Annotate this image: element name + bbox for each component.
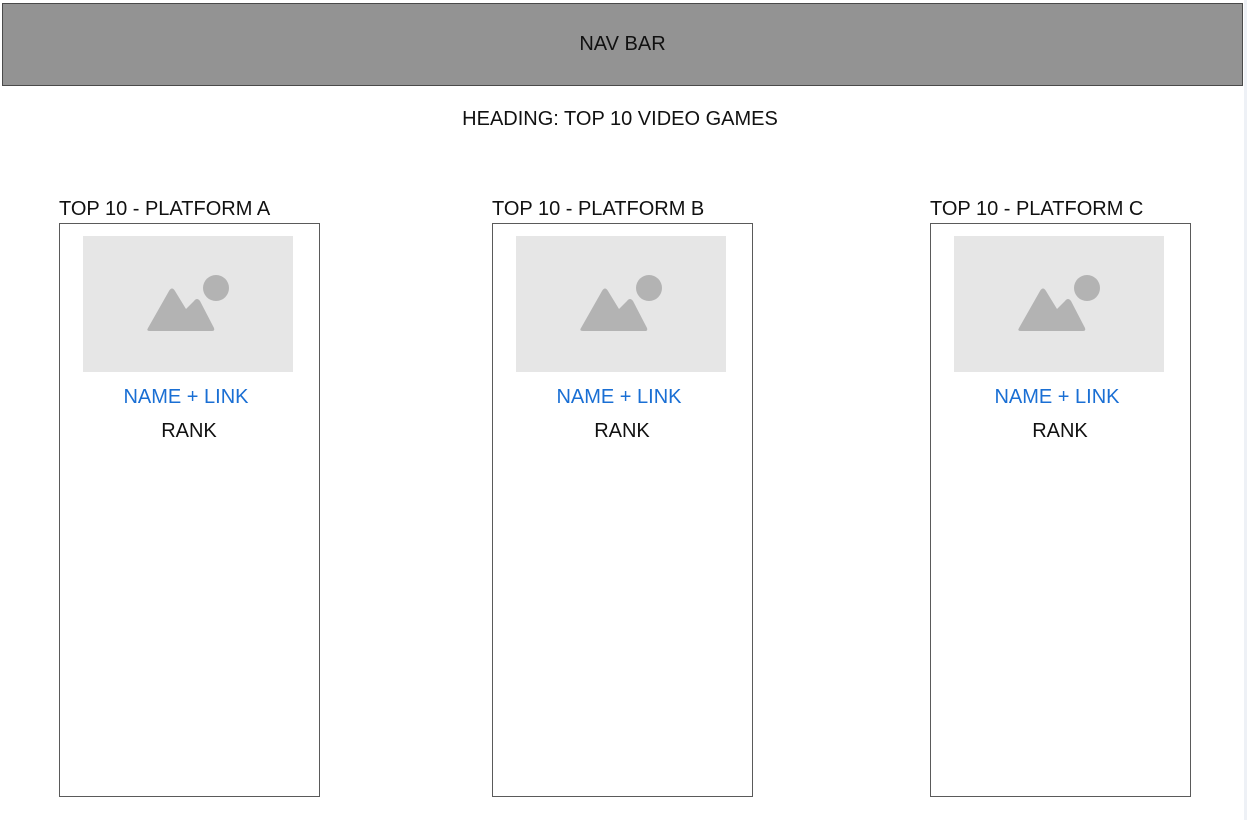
- game-card: NAME + LINK RANK: [930, 223, 1191, 797]
- column-title: TOP 10 - PLATFORM B: [492, 198, 705, 220]
- page-heading: HEADING: TOP 10 VIDEO GAMES: [462, 108, 778, 130]
- mountain-sun-icon: [580, 275, 662, 331]
- game-card: NAME + LINK RANK: [492, 223, 753, 797]
- game-name-link[interactable]: NAME + LINK: [556, 386, 682, 408]
- platform-column-a: TOP 10 - PLATFORM A NAME + LINK RANK: [59, 195, 321, 797]
- scrollbar-track: [1244, 0, 1247, 820]
- mountain-sun-icon: [1018, 275, 1100, 331]
- image-placeholder-icon: [954, 236, 1164, 372]
- platform-column-c: TOP 10 - PLATFORM C NAME + LINK RANK: [930, 195, 1192, 797]
- nav-bar[interactable]: NAV BAR: [2, 3, 1243, 86]
- game-rank: RANK: [1032, 420, 1088, 442]
- game-rank: RANK: [594, 420, 650, 442]
- platform-column-b: TOP 10 - PLATFORM B NAME + LINK RANK: [492, 195, 754, 797]
- nav-bar-label: NAV BAR: [579, 33, 666, 55]
- image-placeholder-icon: [83, 236, 293, 372]
- game-name-link[interactable]: NAME + LINK: [123, 386, 249, 408]
- game-rank: RANK: [161, 420, 217, 442]
- column-title: TOP 10 - PLATFORM A: [59, 198, 271, 220]
- mountain-sun-icon: [147, 275, 229, 331]
- game-name-link[interactable]: NAME + LINK: [994, 386, 1120, 408]
- game-card: NAME + LINK RANK: [59, 223, 320, 797]
- image-placeholder-icon: [516, 236, 726, 372]
- column-title: TOP 10 - PLATFORM C: [930, 198, 1144, 220]
